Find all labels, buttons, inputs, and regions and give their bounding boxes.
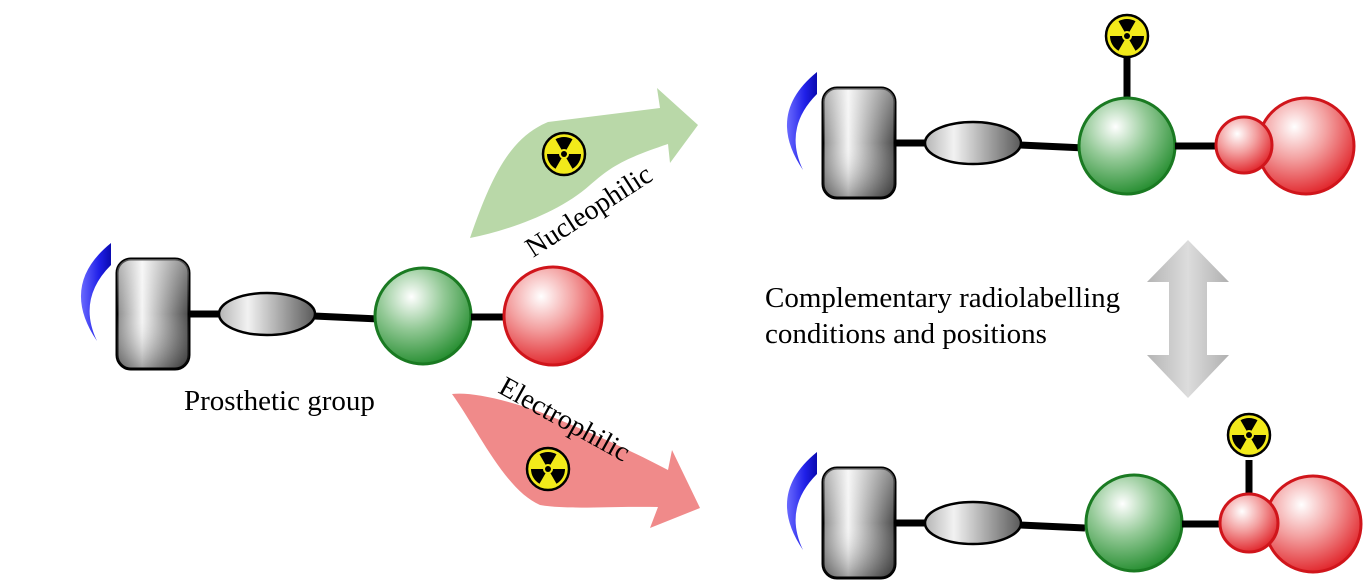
- electrophilic-arrow: [452, 393, 700, 528]
- electrophilic-product-molecule: [787, 452, 1363, 578]
- prosthetic-group-molecule: [81, 243, 604, 369]
- double-arrow: [1147, 240, 1229, 398]
- radioactive-icon: [1104, 13, 1150, 59]
- radioactive-icon: [1226, 412, 1272, 458]
- prosthetic-group-label: Prosthetic group: [184, 385, 375, 417]
- radioactive-icon: [525, 446, 571, 492]
- complementary-label-line1: Complementary radiolabelling: [765, 282, 1120, 314]
- nucleophilic-product-molecule: [787, 48, 1356, 198]
- radioactive-icon: [541, 131, 587, 177]
- complementary-label-line2: conditions and positions: [765, 318, 1047, 350]
